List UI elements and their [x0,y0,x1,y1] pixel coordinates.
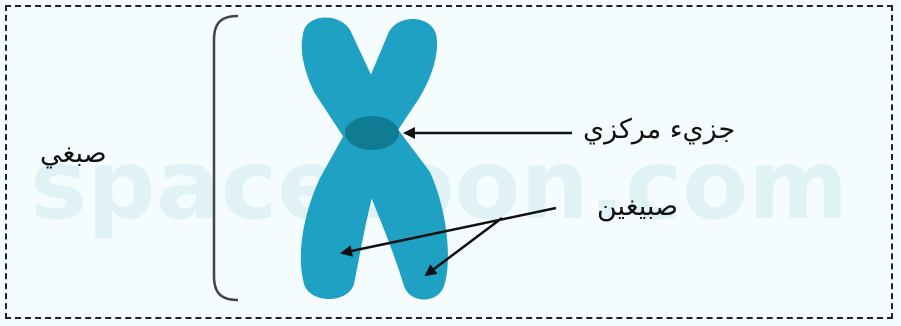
centromere-label: جزيء مركزي [583,114,735,145]
chromosome-label: صبغي [40,138,107,169]
centromere [345,116,399,150]
chromatids-label: صبيغين [597,191,678,222]
